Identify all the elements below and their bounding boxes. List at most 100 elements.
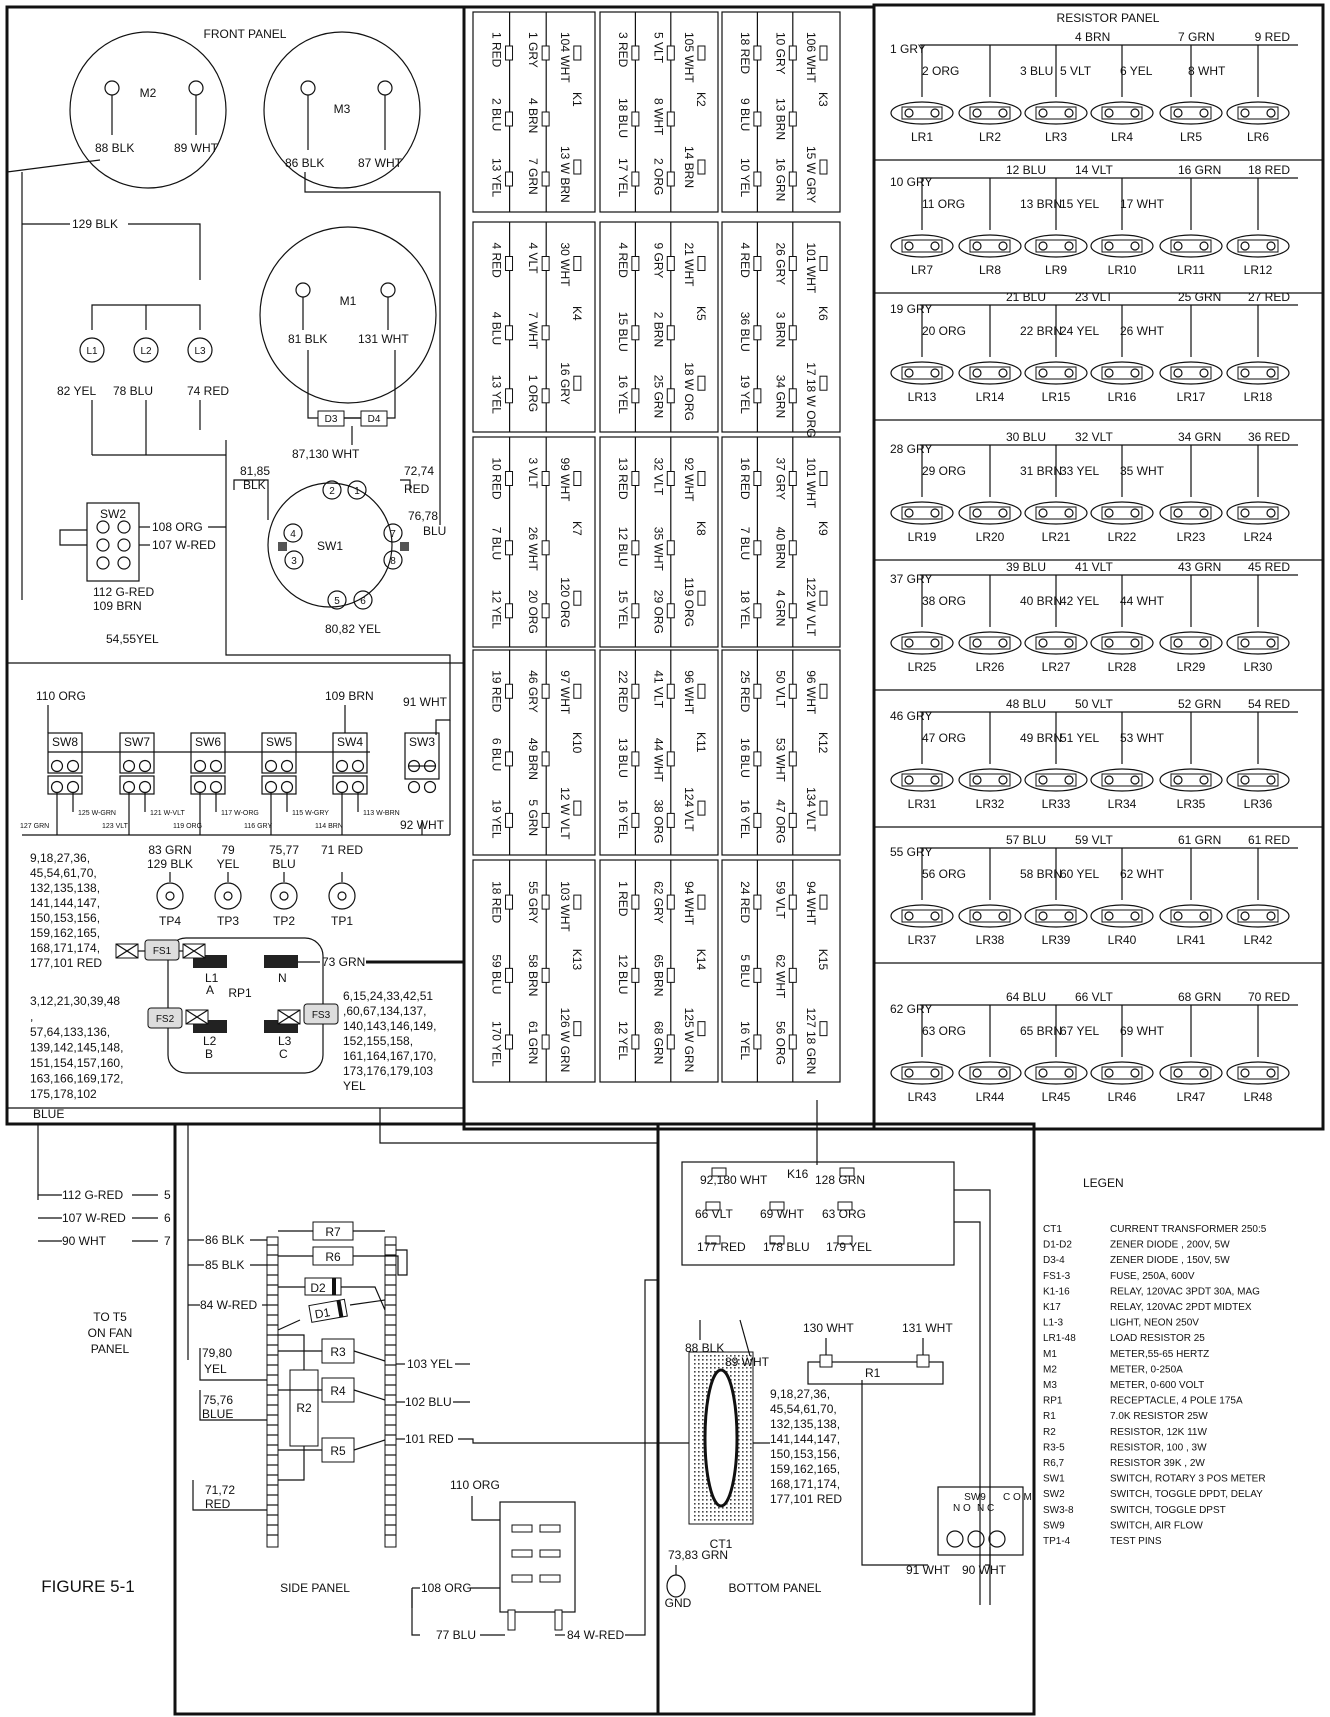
legend-code: FS1-3 bbox=[1043, 1271, 1071, 1282]
relay-wire-label: 4 VLT bbox=[526, 243, 540, 275]
resistor-top-label: 54 RED bbox=[1248, 697, 1290, 711]
terminal-icon bbox=[1104, 638, 1114, 648]
relay-pin-icon bbox=[505, 603, 514, 619]
terminal-icon bbox=[1038, 775, 1048, 785]
relay-pin-icon bbox=[819, 1021, 828, 1037]
r4-label: R4 bbox=[330, 1384, 346, 1398]
ct1-dot bbox=[722, 1367, 724, 1369]
relay-wire-label: 12 YEL bbox=[490, 590, 504, 629]
relay-pin-icon bbox=[573, 1021, 582, 1037]
load-resistor-name: LR25 bbox=[908, 660, 937, 674]
load-resistor-name: LR4 bbox=[1111, 130, 1133, 144]
relay-pin-icon bbox=[753, 388, 762, 404]
wire-list-item: 140,143,146,149, bbox=[343, 1019, 436, 1033]
relay-pin-icon bbox=[541, 812, 550, 828]
relay-wire-label: 1 RED bbox=[616, 881, 630, 917]
load-resistor-name: LR23 bbox=[1177, 530, 1206, 544]
load-resistor-name: LR40 bbox=[1108, 933, 1137, 947]
ct1-dot bbox=[726, 1363, 728, 1365]
ct1-dot bbox=[694, 1371, 696, 1373]
load-resistor-icon bbox=[1226, 361, 1290, 385]
sw1-pin-8 bbox=[383, 550, 403, 570]
relay-pin-icon bbox=[541, 111, 550, 127]
load-resistor-icon bbox=[1090, 501, 1154, 525]
side-panel-border bbox=[173, 1122, 660, 1716]
ct1-dot bbox=[698, 1415, 700, 1417]
legend-description: RELAY, 120VAC 3PDT 30A, MAG bbox=[1110, 1286, 1260, 1297]
lamp-l1-wire: 82 YEL bbox=[57, 384, 96, 398]
ct1-dot bbox=[750, 1363, 752, 1365]
load-resistor-name: LR36 bbox=[1244, 797, 1273, 811]
ct1-dot bbox=[738, 1511, 740, 1513]
resistor-mid-label: 26 WHT bbox=[1120, 324, 1165, 338]
legend-code: CT1 bbox=[1043, 1224, 1062, 1235]
terminal-icon bbox=[1199, 1068, 1209, 1078]
terminal-icon bbox=[1173, 911, 1183, 921]
relay-wire-label: 18 BLU bbox=[616, 98, 630, 138]
k16-label: K16 bbox=[787, 1167, 809, 1181]
ct1-dot bbox=[746, 1379, 748, 1381]
relay-pin-icon bbox=[819, 683, 828, 699]
resistor-top-label: 19 GRY bbox=[890, 302, 932, 316]
terminal-icon bbox=[1240, 911, 1250, 921]
relay-wire-label: 13 YEL bbox=[490, 158, 504, 197]
relay-k10 bbox=[472, 649, 596, 856]
relay-k8 bbox=[599, 436, 719, 648]
ct1-dot bbox=[722, 1511, 724, 1513]
meter-m2 bbox=[69, 31, 227, 189]
ct1-dot bbox=[706, 1499, 708, 1501]
relay-pin-icon bbox=[573, 45, 582, 61]
k17-pin-icon bbox=[539, 1574, 561, 1583]
terminal-icon bbox=[335, 780, 349, 794]
ct1-dot bbox=[726, 1507, 728, 1509]
sw1-pin-label-7: 7 bbox=[390, 529, 396, 540]
ct1-dot bbox=[722, 1507, 724, 1509]
terminal-icon bbox=[1038, 911, 1048, 921]
relay-pin-icon bbox=[505, 967, 514, 983]
terminal-icon bbox=[380, 282, 396, 298]
load-resistor-icon bbox=[958, 361, 1022, 385]
relay-pin-icon bbox=[753, 471, 762, 486]
r3-label: R3 bbox=[330, 1345, 346, 1359]
terminal-icon bbox=[1266, 241, 1276, 251]
ct1-dot bbox=[726, 1355, 728, 1357]
relay-wire-label: 170 YEL bbox=[490, 1021, 504, 1067]
ct1-dot bbox=[734, 1487, 736, 1489]
sw9-label: SW9 bbox=[964, 1492, 986, 1503]
wire-72-74: 72,74 bbox=[404, 464, 434, 478]
terminal-icon bbox=[96, 520, 110, 534]
ct1-dot bbox=[714, 1515, 716, 1517]
relay-pin-icon bbox=[505, 683, 514, 699]
relay-pin-icon bbox=[541, 683, 550, 699]
relay-wire-label: 59 VLT bbox=[773, 881, 787, 919]
relay-pin-icon bbox=[697, 683, 706, 699]
relay-pin-icon bbox=[666, 111, 675, 127]
relay-wire-label: 6 BLU bbox=[490, 738, 504, 771]
load-resistor-icon bbox=[890, 234, 954, 258]
resistor-mid-label: 5 VLT bbox=[1060, 64, 1092, 78]
load-resistor-icon bbox=[1226, 101, 1290, 125]
relay-pin-icon bbox=[697, 375, 706, 391]
terminal-icon bbox=[1173, 1068, 1183, 1078]
relay-wire-label: 46 GRY bbox=[526, 670, 540, 712]
test-pin-icon bbox=[156, 882, 184, 910]
resistor-mid-label: 6 YEL bbox=[1120, 64, 1153, 78]
relay-k15 bbox=[721, 859, 841, 1083]
ct1-dot bbox=[746, 1411, 748, 1413]
resistor-top-label: 68 GRN bbox=[1178, 990, 1221, 1004]
side-wire-number: 5 bbox=[164, 1188, 171, 1202]
ct1-dot bbox=[698, 1479, 700, 1481]
terminal-icon bbox=[1266, 775, 1276, 785]
resistor-top-label: 37 GRY bbox=[890, 572, 932, 586]
ct1-dot bbox=[726, 1511, 728, 1513]
ct1-dot bbox=[746, 1399, 748, 1401]
relay-k13 bbox=[472, 859, 596, 1083]
ct1-dot bbox=[746, 1479, 748, 1481]
ct1-dot bbox=[750, 1519, 752, 1521]
ct1-dot bbox=[746, 1471, 748, 1473]
resistor-top-label: 21 BLU bbox=[1006, 290, 1046, 304]
ct1-dot bbox=[750, 1367, 752, 1369]
ct1-dot bbox=[710, 1363, 712, 1365]
